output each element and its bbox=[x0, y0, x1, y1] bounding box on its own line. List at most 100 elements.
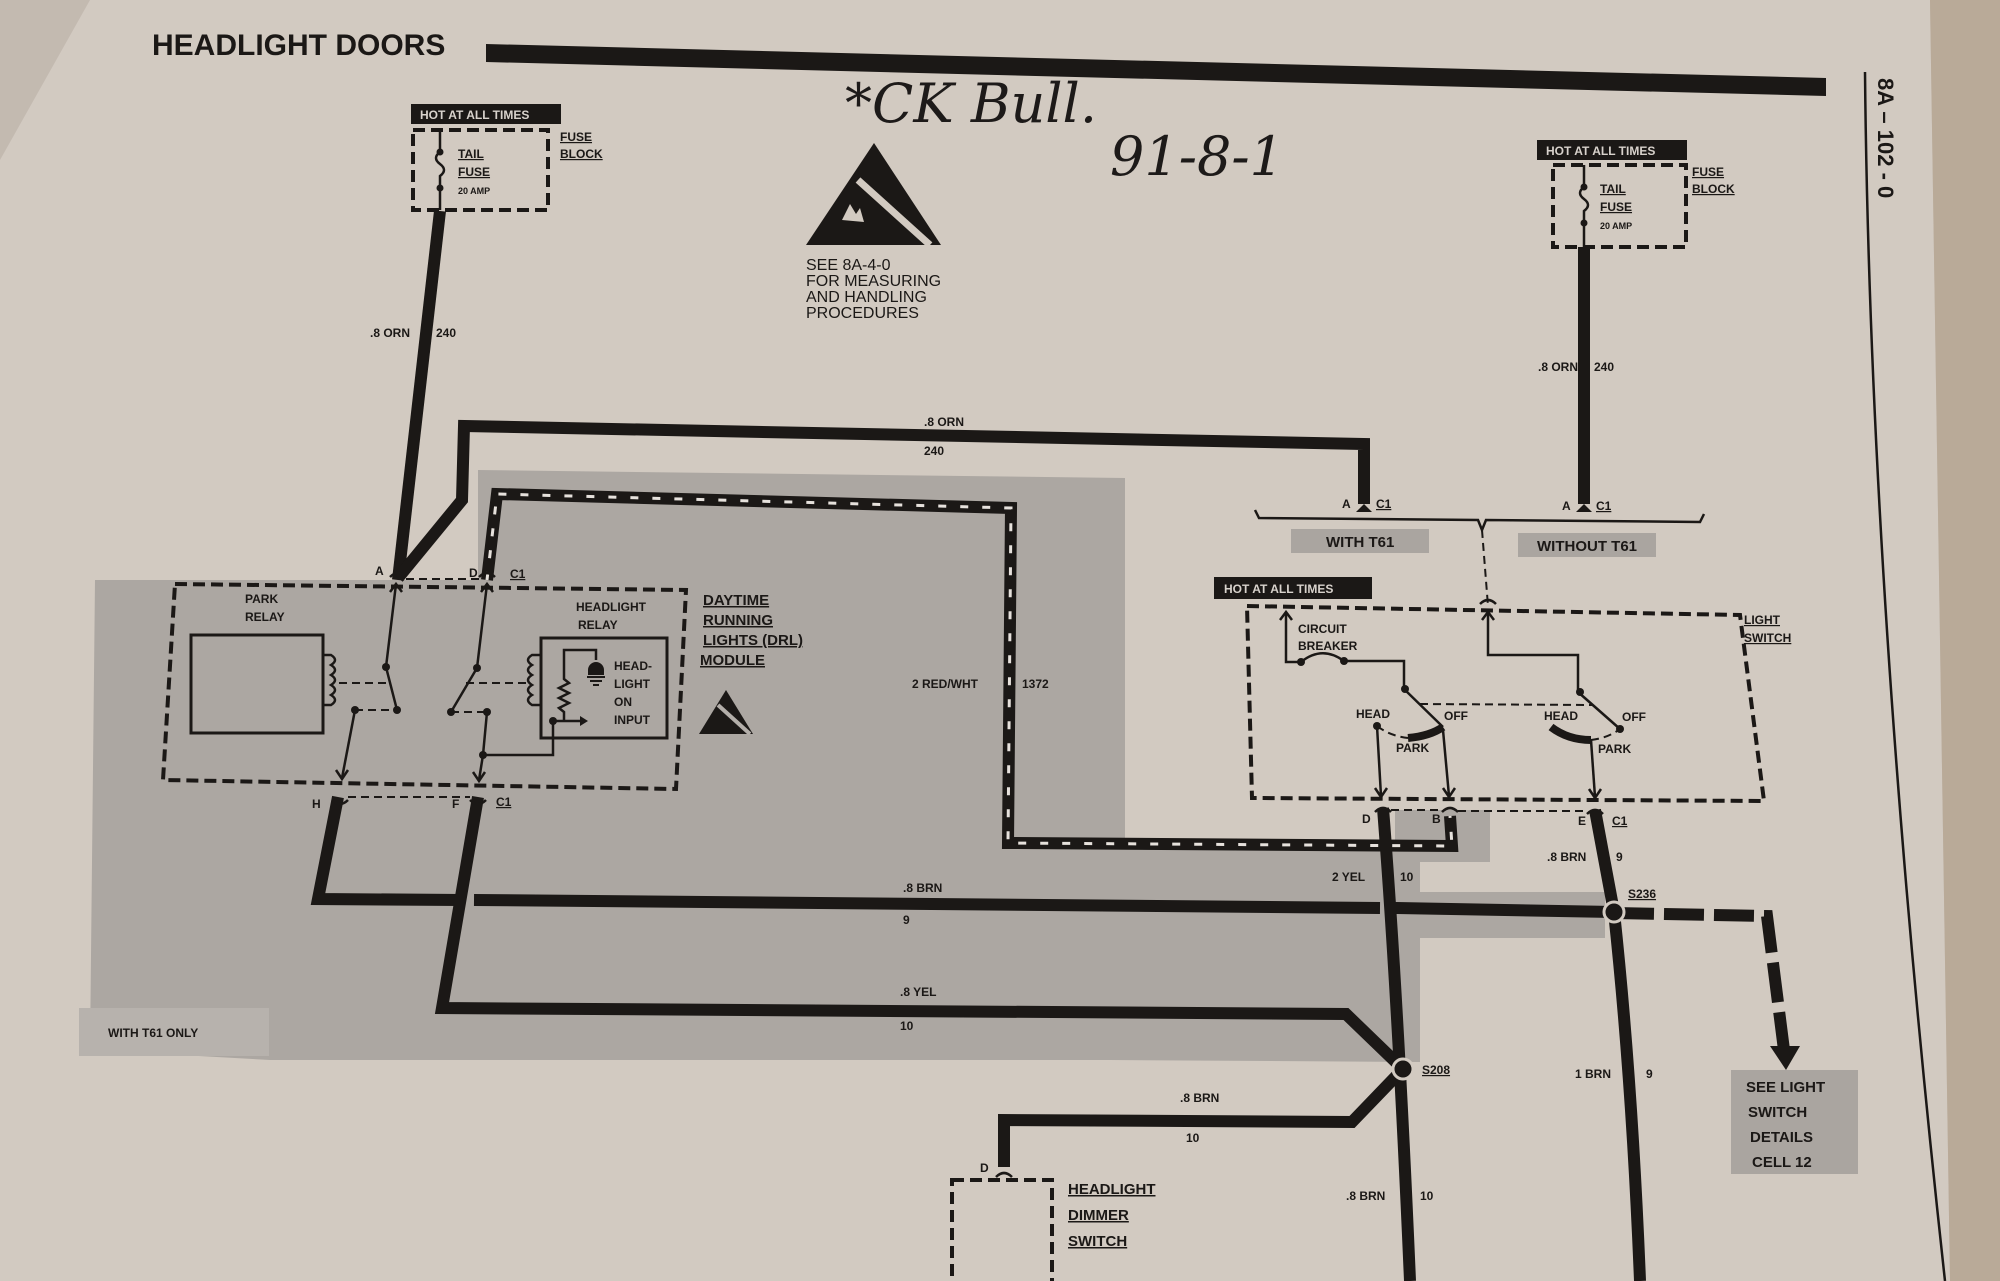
see-box-line: SWITCH bbox=[1748, 1104, 1807, 1121]
pin-label: B bbox=[1432, 812, 1441, 826]
wire-red-wht-1372[interactable] bbox=[481, 487, 1459, 853]
wire-yel-10[interactable] bbox=[434, 795, 1408, 1074]
hot-at-all-times-label: HOT AT ALL TIMES bbox=[1224, 582, 1333, 596]
wire-brn-10-dimmer[interactable] bbox=[998, 1064, 1408, 1167]
wire-gauge-label: 2 YEL bbox=[1332, 870, 1365, 884]
pin-label: D bbox=[1362, 812, 1371, 826]
connector-label: C1 bbox=[1376, 497, 1392, 511]
wire-brn-9-left[interactable] bbox=[310, 795, 463, 906]
pin-label: D bbox=[980, 1161, 989, 1175]
wire-gauge-label: .8 ORN bbox=[1538, 360, 1578, 374]
wire-gauge-label: 1 BRN bbox=[1575, 1067, 1611, 1081]
pin-label: E bbox=[1578, 814, 1586, 828]
esd-small-icon bbox=[699, 690, 753, 736]
wire-circuit-label: 10 bbox=[1400, 870, 1414, 884]
circuit-breaker-label: BREAKER bbox=[1298, 639, 1358, 653]
fuse-word: FUSE bbox=[458, 165, 490, 179]
fuse-word: FUSE bbox=[1600, 200, 1632, 214]
wire-orn-240-left[interactable] bbox=[392, 210, 446, 581]
input-label: INPUT bbox=[614, 713, 651, 727]
see-box-line: SEE LIGHT bbox=[1746, 1079, 1825, 1096]
pin-label: D bbox=[469, 566, 478, 580]
switch-position-head: HEAD bbox=[1544, 709, 1578, 723]
fuse-block-left[interactable]: HOT AT ALL TIMES TAIL FUSE 20 AMP FUSE B… bbox=[411, 104, 603, 212]
headlight-relay-label: RELAY bbox=[578, 618, 618, 632]
light-switch-label: LIGHT bbox=[1744, 613, 1781, 627]
wire-brn-9-right[interactable] bbox=[1589, 808, 1646, 1281]
drl-module-label: LIGHTS (DRL) bbox=[703, 632, 803, 649]
switch-position-park: PARK bbox=[1598, 742, 1631, 756]
wire-gauge-label: .8 YEL bbox=[900, 985, 936, 999]
drl-module-label: DAYTIME bbox=[703, 592, 769, 609]
wire-gauge-label: .8 BRN bbox=[1547, 850, 1586, 864]
light-switch[interactable]: HOT AT ALL TIMES LIGHT SWITCH CIRCUIT BR… bbox=[1214, 577, 1791, 828]
pin-label: A bbox=[1342, 497, 1351, 511]
fuse-block-right[interactable]: HOT AT ALL TIMES TAIL FUSE 20 AMP FUSE B… bbox=[1537, 140, 1735, 249]
esd-warning-icon bbox=[806, 143, 941, 248]
hot-at-all-times-label: HOT AT ALL TIMES bbox=[1546, 144, 1655, 158]
esd-note-line: SEE 8A-4-0 bbox=[806, 257, 891, 274]
input-label: LIGHT bbox=[614, 677, 651, 691]
wire-gauge-label: .8 BRN bbox=[1180, 1091, 1219, 1105]
dimmer-switch-label: DIMMER bbox=[1068, 1207, 1129, 1224]
headlight-dimmer-switch[interactable]: D HEADLIGHT DIMMER SWITCH bbox=[950, 1161, 1156, 1281]
switch-position-off: OFF bbox=[1622, 710, 1646, 724]
dimmer-switch-label: HEADLIGHT bbox=[1068, 1181, 1156, 1198]
switch-position-park: PARK bbox=[1396, 741, 1429, 755]
wire-circuit-label: 9 bbox=[1646, 1067, 1653, 1081]
shaded-band-b bbox=[1395, 810, 1490, 862]
esd-note-line: AND HANDLING bbox=[806, 289, 927, 306]
with-t61-only-box bbox=[79, 1008, 269, 1056]
wire-brn-9-horizontal[interactable] bbox=[473, 894, 1615, 918]
connector-label: C1 bbox=[496, 795, 512, 809]
park-relay-label: RELAY bbox=[245, 610, 285, 624]
fuse-rating: 20 AMP bbox=[1600, 221, 1632, 231]
fuse-icon bbox=[1578, 165, 1590, 247]
relay-coil-icon bbox=[323, 653, 337, 707]
fuse-icon bbox=[434, 130, 446, 210]
wire-dashed-to-details[interactable] bbox=[1613, 907, 1790, 1051]
wire-circuit-label: 240 bbox=[1594, 360, 1614, 374]
shaded-region-drl bbox=[90, 470, 1420, 1062]
switch-position-head: HEAD bbox=[1356, 707, 1390, 721]
park-relay-label: PARK bbox=[245, 592, 278, 606]
splice-label: S236 bbox=[1628, 887, 1656, 901]
circuit-breaker-label: CIRCUIT bbox=[1298, 622, 1347, 636]
fuse-block-label: FUSE bbox=[560, 130, 592, 144]
pin-label: A bbox=[1562, 499, 1571, 513]
pin-label: A bbox=[375, 564, 384, 578]
dimmer-switch-label: SWITCH bbox=[1068, 1233, 1127, 1250]
wire-circuit-label: 10 bbox=[900, 1019, 914, 1033]
page-edge bbox=[1930, 0, 2000, 1281]
connector-label: C1 bbox=[510, 567, 526, 581]
input-label: ON bbox=[614, 695, 632, 709]
wire-gauge-label: .8 BRN bbox=[903, 881, 942, 895]
see-light-switch-box[interactable] bbox=[1731, 1070, 1858, 1174]
drl-module-label: RUNNING bbox=[703, 612, 773, 629]
wire-circuit-label: 10 bbox=[1420, 1189, 1434, 1203]
page-number: 8A – 102 - 0 bbox=[1873, 78, 1898, 198]
wire-gauge-label: .8 BRN bbox=[1346, 1189, 1385, 1203]
splice-label: S208 bbox=[1422, 1063, 1450, 1077]
wire-yel-brn-10-vertical[interactable] bbox=[1377, 807, 1416, 1281]
pin-label: H bbox=[312, 797, 321, 811]
resistor-icon bbox=[556, 648, 598, 721]
fuse-name: TAIL bbox=[458, 147, 484, 161]
wire-circuit-label: 9 bbox=[903, 913, 910, 927]
fuse-block-label: BLOCK bbox=[1692, 182, 1735, 196]
splice-s208[interactable] bbox=[1391, 1057, 1415, 1081]
connector-label: C1 bbox=[1596, 499, 1612, 513]
title-bar bbox=[486, 44, 1826, 96]
fuse-block-label: BLOCK bbox=[560, 147, 603, 161]
light-switch-label: SWITCH bbox=[1744, 631, 1791, 645]
splice-s236[interactable] bbox=[1602, 900, 1626, 924]
without-t61-box bbox=[1518, 533, 1656, 557]
wire-orn-240-top[interactable] bbox=[393, 419, 1370, 582]
fuse-rating: 20 AMP bbox=[458, 186, 490, 196]
handwritten-note: *CK Bull. bbox=[845, 72, 1097, 135]
arrow-down-icon bbox=[1770, 1046, 1800, 1070]
drl-module[interactable]: A D C1 H F C1 PARK RELAY HEADLIGHT RELAY… bbox=[160, 564, 803, 811]
wire-circuit-label: 9 bbox=[1616, 850, 1623, 864]
relay-coil-icon bbox=[526, 653, 540, 707]
